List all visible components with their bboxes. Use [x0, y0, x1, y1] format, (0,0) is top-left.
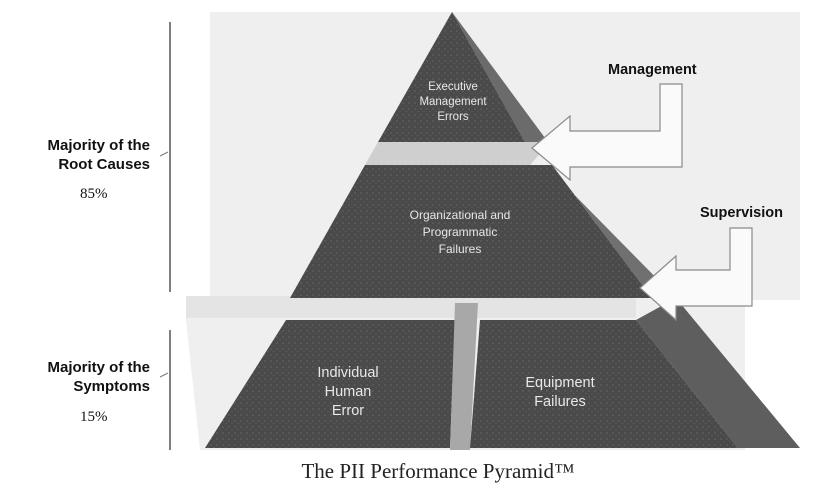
root-causes-line2: Root Causes	[58, 156, 150, 173]
supervision-arrow	[639, 227, 753, 322]
bottom-left-block	[205, 320, 455, 448]
block-divider	[450, 303, 478, 450]
supervision-label: Supervision	[700, 205, 783, 221]
middle-tier-line1: Organizational and	[409, 208, 511, 222]
top-tier-line1: Executive	[428, 81, 478, 93]
root-causes-percent: 85%	[80, 186, 108, 202]
symptoms-line2: Symptoms	[73, 378, 150, 395]
bottom-left-line3: Error	[331, 403, 365, 419]
top-tier-text: Executive Management Errors	[398, 80, 508, 125]
bottom-left-text: Individual Human Error	[288, 364, 408, 421]
lower-band	[186, 296, 636, 318]
bottom-left-line1: Individual	[317, 365, 379, 381]
bottom-right-text: Equipment Failures	[495, 374, 625, 412]
top-tier-face	[378, 12, 525, 142]
bottom-right-line1: Equipment	[525, 375, 595, 391]
bottom-right-block	[470, 320, 738, 448]
tier-separator-1	[365, 142, 550, 165]
management-label: Management	[608, 62, 697, 78]
bottom-tier-side	[636, 298, 800, 448]
top-tier-side	[452, 12, 548, 142]
middle-tier-side	[545, 165, 676, 298]
root-causes-line1: Majority of the	[47, 137, 150, 154]
top-tier-line2: Management	[419, 96, 487, 108]
symptoms-percent: 15%	[80, 409, 108, 425]
diagram-caption: The PII Performance Pyramid™	[301, 459, 575, 483]
middle-tier-face	[290, 165, 652, 298]
middle-tier-line2: Programmatic	[422, 225, 498, 239]
root-causes-label: Majority of the Root Causes	[8, 136, 150, 174]
symptoms-tick	[159, 372, 169, 378]
bottom-right-line2: Failures	[534, 394, 586, 410]
root-causes-tick	[159, 151, 169, 157]
bottom-left-line2: Human	[324, 384, 372, 400]
middle-tier-text: Organizational and Programmatic Failures	[380, 207, 540, 258]
top-tier-line3: Errors	[437, 111, 469, 123]
middle-tier-line3: Failures	[438, 242, 482, 256]
management-arrow	[531, 83, 683, 182]
symptoms-line1: Majority of the	[47, 359, 150, 376]
symptoms-label: Majority of the Symptoms	[8, 358, 150, 396]
